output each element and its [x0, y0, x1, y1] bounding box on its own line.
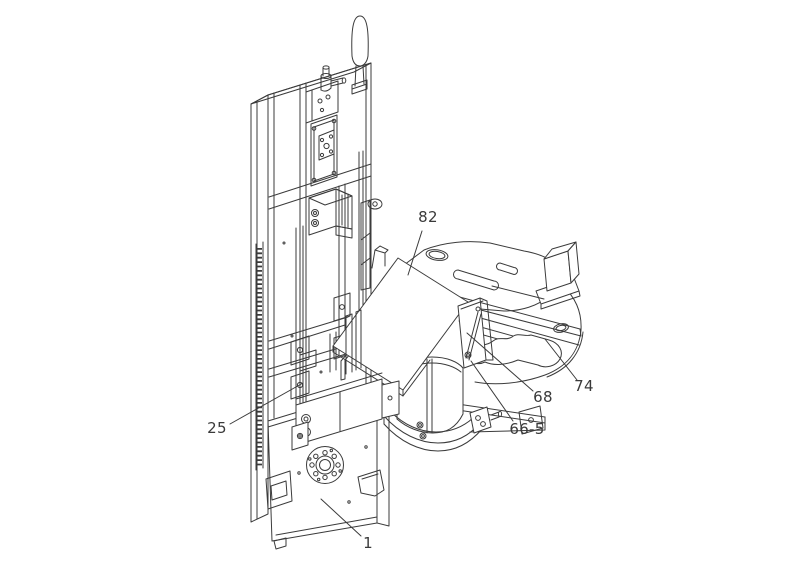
clamp-block [535, 241, 581, 310]
leader-lines [229, 230, 578, 537]
part-label-74: 74 [574, 377, 594, 395]
cross-band [268, 163, 372, 210]
rail-foot-bracket [291, 421, 309, 451]
column [250, 62, 372, 523]
cross-feed-unit [295, 372, 400, 446]
saddle [268, 316, 357, 378]
top-clamp [305, 65, 347, 124]
part-label-82: 82 [418, 208, 438, 226]
motor-unit [308, 188, 353, 239]
switch-plate [310, 114, 338, 187]
part-label-66-5: 66-5 [509, 420, 545, 438]
part-label-68: 68 [533, 388, 553, 406]
work-table [332, 257, 469, 397]
machine-foot [357, 469, 385, 497]
left-bracket [345, 309, 362, 375]
handle [351, 15, 369, 95]
arc-segment [383, 406, 503, 452]
mounting-flange [306, 446, 344, 484]
slot-bracket [265, 470, 293, 510]
part-label-1: 1 [363, 534, 373, 552]
right-bracket [457, 297, 494, 369]
part-label-25: 25 [207, 419, 227, 437]
gear-rack [255, 241, 264, 471]
